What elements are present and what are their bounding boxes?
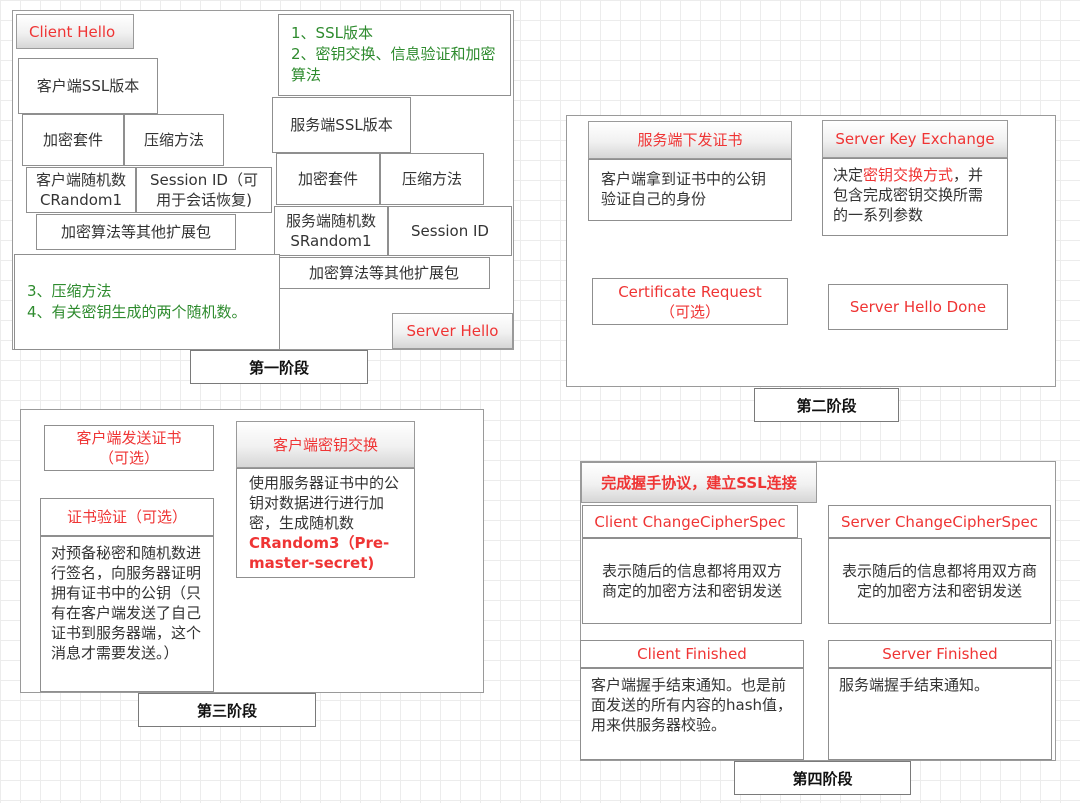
stage2-label: 第二阶段 <box>754 388 899 422</box>
certificate-request: Certificate Request （可选） <box>592 278 788 325</box>
server-session-id: Session ID <box>388 206 512 256</box>
server-changecipherspec: Server ChangeCipherSpec <box>828 505 1051 538</box>
server-cert-body: 客户端拿到证书中的公钥验证自己的身份 <box>588 159 792 221</box>
client-compression: 压缩方法 <box>124 114 224 166</box>
client-changecipherspec: Client ChangeCipherSpec <box>582 505 798 538</box>
stage1-note-top: 1、SSL版本 2、密钥交换、信息验证和加密算法 <box>278 14 511 96</box>
stage1-note-bottom: 3、压缩方法 4、有关密钥生成的两个随机数。 <box>14 254 280 350</box>
stage4-label: 第四阶段 <box>734 761 911 795</box>
stage4-header: 完成握手协议，建立SSL连接 <box>581 462 817 503</box>
client-session-id: Session ID（可用于会话恢复) <box>136 167 272 213</box>
server-finished-body: 服务端握手结束通知。 <box>828 668 1052 760</box>
kx-text: 使用服务器证书中的公钥对数据进行进行加密，生成随机数 <box>249 474 400 532</box>
client-hello-header: Client Hello <box>16 14 134 49</box>
server-key-exchange-header: Server Key Exchange <box>822 120 1008 158</box>
stage3-label: 第三阶段 <box>138 693 316 727</box>
cert-request-optional: （可选） <box>659 302 720 321</box>
ske-text-post: ，并包含完成密钥交换所需的一系列参数 <box>833 166 984 224</box>
cert-request-title: Certificate Request <box>618 282 762 301</box>
client-cert-optional: （可选） <box>98 449 159 467</box>
ske-text-pre: 决定 <box>833 166 864 184</box>
client-random: 客户端随机数 CRandom1 <box>26 167 136 213</box>
client-extensions: 加密算法等其他扩展包 <box>36 214 236 250</box>
ske-text-red: 密钥交换方式 <box>863 166 954 184</box>
server-ssl-version: 服务端SSL版本 <box>272 97 411 153</box>
server-key-exchange-body: 决定密钥交换方式，并包含完成密钥交换所需的一系列参数 <box>822 158 1008 236</box>
client-ccs-body: 表示随后的信息都将用双方商定的加密方法和密钥发送 <box>582 538 802 624</box>
server-hello-done: Server Hello Done <box>828 284 1008 330</box>
server-extensions: 加密算法等其他扩展包 <box>278 257 490 289</box>
note-top-line-2: 2、密钥交换、信息验证和加密算法 <box>291 45 496 84</box>
note-bottom-line-2: 4、有关密钥生成的两个随机数。 <box>27 303 247 321</box>
server-finished: Server Finished <box>828 640 1052 668</box>
client-cipher-suite: 加密套件 <box>22 114 124 166</box>
client-key-exchange-body: 使用服务器证书中的公钥对数据进行进行加密，生成随机数CRandom3（Pre-m… <box>236 468 415 578</box>
client-send-cert: 客户端发送证书 （可选） <box>44 425 214 471</box>
client-finished: Client Finished <box>580 640 804 668</box>
server-hello-header: Server Hello <box>392 313 513 349</box>
server-cert-header: 服务端下发证书 <box>588 121 792 159</box>
note-bottom-line-1: 3、压缩方法 <box>27 282 112 300</box>
cert-verify-body: 对预备秘密和随机数进行签名，向服务器证明拥有证书中的公钥（只有在客户端发送了自己… <box>40 536 214 692</box>
server-compression: 压缩方法 <box>380 153 484 205</box>
client-ssl-version: 客户端SSL版本 <box>18 58 158 114</box>
server-ccs-body: 表示随后的信息都将用双方商定的加密方法和密钥发送 <box>828 538 1051 624</box>
note-top-line-1: 1、SSL版本 <box>291 24 373 42</box>
kx-text-red: CRandom3（Pre-master-secret) <box>249 534 390 572</box>
stage1-label: 第一阶段 <box>190 350 368 384</box>
server-random: 服务端随机数 SRandom1 <box>274 206 388 256</box>
client-finished-body: 客户端握手结束通知。也是前面发送的所有内容的hash值，用来供服务器校验。 <box>580 668 804 760</box>
server-cipher-suite: 加密套件 <box>276 153 380 205</box>
client-cert-title: 客户端发送证书 <box>76 429 182 447</box>
cert-verify-header: 证书验证（可选） <box>40 498 214 536</box>
client-key-exchange-header: 客户端密钥交换 <box>236 421 415 468</box>
